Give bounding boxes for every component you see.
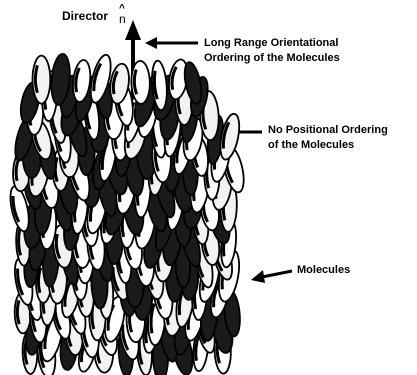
long-range-label-line1: Long Range Orientational: [204, 36, 338, 50]
director-label: Director: [62, 9, 108, 23]
molecules-label: Molecules: [297, 263, 350, 277]
pointer-molecules: [251, 270, 292, 283]
no-positional-label-line1: No Positional Ordering: [268, 123, 388, 137]
pointer-long-range: [145, 37, 198, 49]
no-positional-label-line2: of the Molecules: [268, 138, 354, 152]
long-range-label-line2: Ordering of the Molecules: [204, 51, 340, 65]
molecule-cluster: [7, 53, 248, 375]
director-n-symbol: n: [119, 12, 126, 26]
